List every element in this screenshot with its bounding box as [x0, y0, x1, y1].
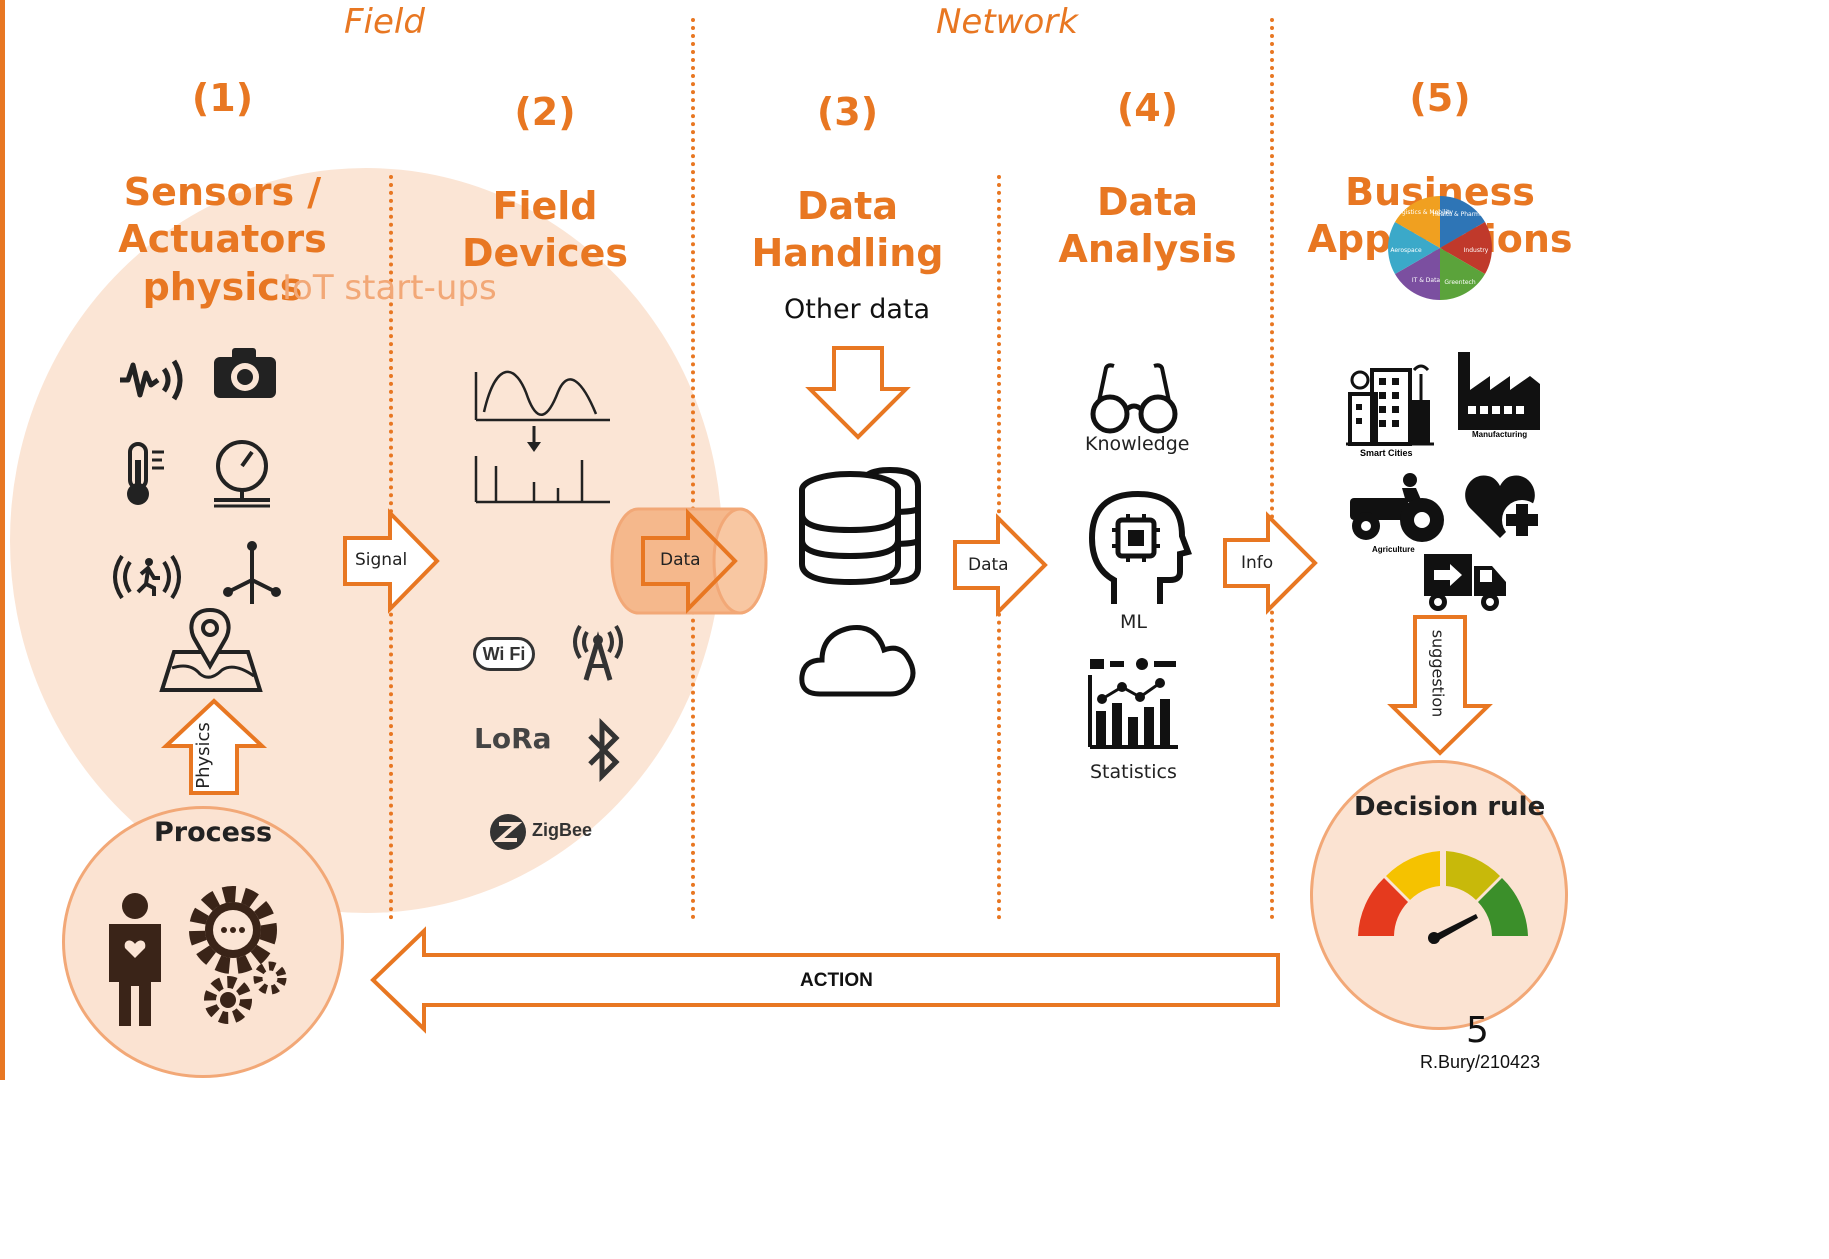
info-label: Info [1241, 553, 1274, 573]
camera-icon [214, 348, 276, 398]
signal-label: Signal [355, 550, 408, 570]
statistics-label: Statistics [1090, 761, 1177, 783]
page-number: 5 [1466, 1010, 1489, 1051]
knowledge-label: Knowledge [1085, 433, 1190, 455]
pie-label-greentech: Greentech [1444, 279, 1476, 286]
zone-network-label: Network [936, 2, 1078, 42]
separator-4-5 [1270, 18, 1274, 920]
stage-1-label: Sensors / Actuators physics [118, 170, 327, 309]
signal-arrow [343, 508, 440, 614]
database-icon [799, 466, 921, 586]
stage-4-label: Data Analysis [1058, 180, 1237, 272]
gears-icon [189, 886, 287, 1024]
pie-label-aerospace: Aerospace [1390, 247, 1422, 254]
decision-circle [1310, 760, 1568, 1030]
manufacturing-label: Manufacturing [1472, 430, 1528, 439]
author-stamp: R.Bury/210423 [1420, 1052, 1541, 1072]
ai-head-icon [1088, 490, 1192, 604]
map-location-icon [159, 607, 263, 692]
statistics-icon [1088, 658, 1178, 749]
suggestion-label: suggestion [1428, 629, 1448, 718]
pie-label-it-data: IT & Data [1412, 277, 1441, 284]
action-arrow [370, 926, 1280, 1034]
bluetooth-icon [588, 717, 620, 783]
vibration-sensor-icon [120, 359, 183, 401]
left-border [0, 0, 5, 1080]
stage-4-number: (4) [1116, 86, 1179, 131]
info-arrow [1223, 511, 1318, 615]
antenna-icon [573, 624, 623, 681]
smart-city-icon [1346, 364, 1434, 446]
cloud-icon [799, 624, 916, 697]
stage-1-title: (1) Sensors / Actuators physics [90, 28, 355, 358]
sector-pie-icon: Logistics & Mobility Health & Pharma Ind… [1388, 196, 1492, 300]
factory-icon [1458, 352, 1540, 430]
physics-arrow [160, 698, 268, 795]
stage-2-label: Field Devices [461, 184, 629, 276]
stage-2-title: (2) Field Devices [440, 42, 650, 325]
anemometer-icon [223, 541, 281, 604]
process-title: Process [154, 817, 273, 848]
other-data-label: Other data [784, 294, 931, 325]
iot-startups-label: IoT start-ups [282, 268, 497, 308]
pressure-gauge-icon [214, 440, 270, 508]
stage-3-number: (3) [816, 90, 879, 135]
decision-title: Decision rule [1354, 792, 1546, 822]
glasses-icon [1090, 363, 1178, 434]
action-label: ACTION [800, 970, 873, 991]
zigbee-label: ZigBee [532, 820, 593, 840]
other-data-arrow [805, 346, 911, 440]
stage-4-title: (4) Data Analysis [1045, 38, 1250, 321]
stage-3-title: (3) Data Handling [740, 42, 955, 325]
data-label-2: Data [968, 555, 1009, 575]
motion-sensor-icon [113, 554, 181, 600]
smart-cities-label: Smart Cities [1360, 448, 1413, 458]
physics-label: Physics [192, 722, 214, 789]
signal-processing-icon [474, 370, 610, 504]
stage-3-label: Data Handling [751, 184, 944, 276]
person-icon [109, 893, 161, 1026]
data-label-1: Data [660, 550, 701, 570]
wifi-logo-text: Wi Fi [482, 644, 526, 664]
pie-label-industry: Industry [1464, 247, 1489, 254]
stage-1-number: (1) [191, 76, 254, 121]
ml-label: ML [1120, 611, 1147, 633]
pie-label-health: Health & Pharma [1432, 211, 1483, 218]
separator-2-3 [691, 18, 695, 920]
suggestion-arrow [1387, 615, 1493, 756]
data-cylinder [610, 507, 768, 615]
stage-5-number: (5) [1409, 76, 1471, 121]
wifi-logo: Wi Fi [473, 637, 535, 671]
tractor-icon [1350, 473, 1444, 542]
zone-field-label: Field [344, 2, 425, 42]
data-arrow-1 [641, 508, 738, 614]
data-arrow-2 [953, 513, 1048, 617]
gauge-icon [1358, 851, 1528, 944]
stage-2-number: (2) [514, 90, 576, 135]
pie-label-logistics: Logistics & Mobility [1395, 209, 1453, 216]
lora-logo: LoRa [474, 722, 552, 755]
agriculture-label: Agriculture [1372, 545, 1415, 554]
thermometer-icon [127, 442, 164, 505]
zigbee-icon [490, 814, 526, 850]
health-heart-icon [1465, 475, 1542, 540]
delivery-truck-icon [1424, 554, 1506, 611]
